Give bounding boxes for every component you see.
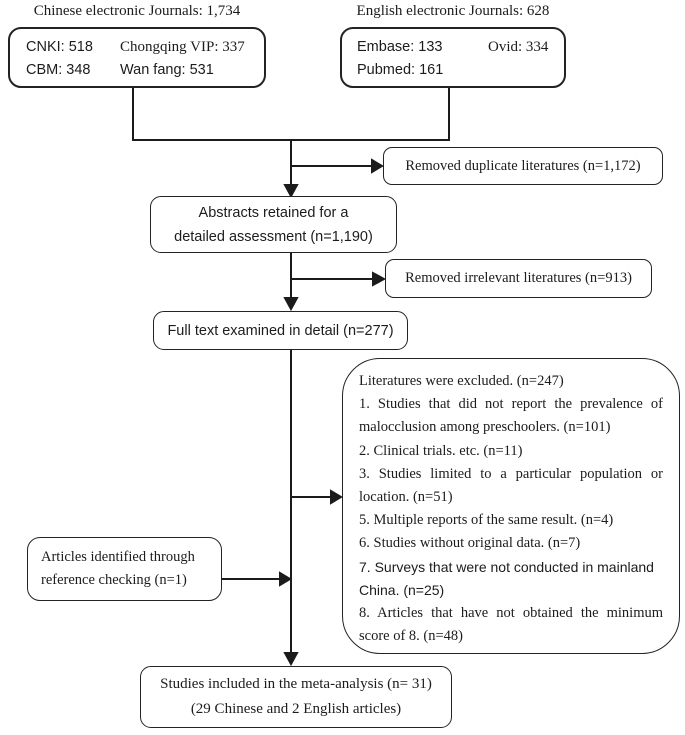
exclusion-item-3b: location. (n=51) xyxy=(359,489,453,506)
exclusion-item-5: 5. Multiple reports of the same result. … xyxy=(359,512,614,529)
exclusion-item-8b: score of 8. (n=48) xyxy=(359,628,464,645)
english-databases-grid: Embase: 133 Ovid: 334 Pubmed: 161 xyxy=(357,36,564,82)
reference-checking-box: Articles identified through reference ch… xyxy=(27,537,222,601)
removed-irrelevant-label: Removed irrelevant literatures (n=913) xyxy=(405,270,632,286)
db-cbm: CBM: 348 xyxy=(26,62,91,78)
removed-duplicates-label: Removed duplicate literatures (n=1,172) xyxy=(405,157,641,174)
chinese-journals-title: Chinese electronic Journals: 1,734 xyxy=(33,3,241,19)
chinese-databases-box: CNKI: 518 Chongqing VIP: 337 CBM: 348 Wa… xyxy=(8,27,266,88)
reference-line-1: Articles identified through xyxy=(41,549,195,565)
exclusion-item-1a: 1. Studies that did not report the preva… xyxy=(359,396,663,413)
full-text-examined-box: Full text examined in detail (n=277) xyxy=(153,311,408,350)
exclusion-reasons-box: Literatures were excluded. (n=247) 1. St… xyxy=(342,358,680,654)
db-empty-cell xyxy=(488,59,564,82)
arrowhead-down-included xyxy=(283,652,299,667)
abstracts-line-2: detailed assessment (n=1,190) xyxy=(174,228,373,245)
exclusion-item-2: 2. Clinical trials. etc. (n=11) xyxy=(359,442,523,459)
arrowhead-down-fulltext xyxy=(283,297,299,312)
arrowhead-right-duplicates xyxy=(371,158,384,174)
arrowhead-right-exclusion xyxy=(330,489,343,505)
removed-duplicates-box: Removed duplicate literatures (n=1,172) xyxy=(383,147,663,185)
included-studies-box: Studies included in the meta-analysis (n… xyxy=(140,666,452,728)
full-text-label: Full text examined in detail (n=277) xyxy=(167,322,394,339)
arrowhead-down-abstracts xyxy=(283,184,299,199)
arrowhead-right-reference xyxy=(279,571,292,587)
db-embase: Embase: 133 xyxy=(357,39,443,55)
abstracts-retained-box: Abstracts retained for a detailed assess… xyxy=(150,196,397,253)
included-line-2: (29 Chinese and 2 English articles) xyxy=(190,701,402,717)
exclusion-item-3a: 3. Studies limited to a particular popul… xyxy=(359,465,663,482)
exclusion-item-8a: 8. Articles that have not obtained the m… xyxy=(359,605,663,622)
english-journals-title: English electronic Journals: 628 xyxy=(356,3,550,19)
chinese-databases-grid: CNKI: 518 Chongqing VIP: 337 CBM: 348 Wa… xyxy=(26,36,264,82)
exclusion-item-7a: 7. Surveys that were not conducted in ma… xyxy=(359,558,654,575)
english-databases-box: Embase: 133 Ovid: 334 Pubmed: 161 xyxy=(340,27,566,88)
abstracts-line-1: Abstracts retained for a xyxy=(198,204,349,221)
exclusion-item-7b: China. (n=25) xyxy=(359,581,445,598)
removed-irrelevant-box: Removed irrelevant literatures (n=913) xyxy=(385,259,652,298)
included-line-1: Studies included in the meta-analysis (n… xyxy=(160,676,432,692)
exclusion-item-6: 6. Studies without original data. (n=7) xyxy=(359,535,581,552)
arrowhead-right-irrelevant xyxy=(372,271,387,287)
db-pubmed: Pubmed: 161 xyxy=(357,62,444,78)
exclusion-header: Literatures were excluded. (n=247) xyxy=(359,373,564,389)
db-wanfang: Wan fang: 531 xyxy=(120,62,214,78)
db-chongqing: Chongqing VIP: 337 xyxy=(120,39,245,55)
reference-line-2: reference checking (n=1) xyxy=(41,572,187,588)
db-cnki: CNKI: 518 xyxy=(26,39,93,55)
exclusion-item-1b: malocclusion among preschoolers. (n=101) xyxy=(359,419,611,436)
db-ovid: Ovid: 334 xyxy=(488,39,549,55)
